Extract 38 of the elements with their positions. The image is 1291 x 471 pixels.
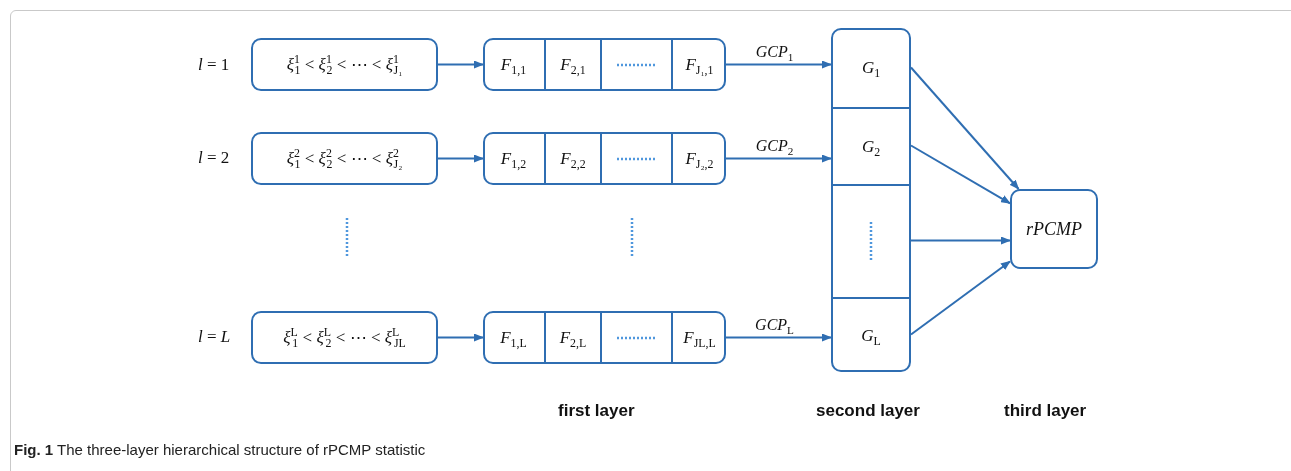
cell-row — [483, 132, 726, 185]
math-label: G$_{L}$ — [861, 325, 881, 346]
arrow — [437, 333, 484, 342]
arrow — [437, 154, 484, 163]
math-label: G$_{1}$ — [861, 57, 881, 78]
cell-row — [831, 28, 911, 372]
arrow — [437, 60, 484, 69]
math-label: G$_{2}$ — [861, 136, 881, 157]
rounded-box — [251, 311, 438, 364]
rounded-box — [1010, 189, 1098, 269]
math-label: F$_{1,1}$ — [500, 54, 527, 75]
arrow — [725, 154, 832, 163]
arrow — [910, 144, 1011, 205]
figure-caption: Fig. 1 The three-layer hierarchical structure of rPCMP statistic — [14, 441, 426, 458]
rounded-box — [251, 132, 438, 185]
arrow — [725, 333, 832, 342]
arrow — [910, 236, 1011, 245]
math-label: F$_{J₁,1}$ — [685, 54, 714, 75]
arrow — [910, 260, 1011, 336]
math-label: F$_{2,2}$ — [560, 148, 586, 169]
arrow — [910, 66, 1020, 190]
row-label: l = L — [198, 327, 231, 347]
row-label: l = 2 — [198, 148, 230, 168]
layer-heading: first layer — [558, 401, 635, 421]
row-label: l = 1 — [198, 55, 230, 75]
cell-row — [483, 38, 726, 91]
layer-heading: second layer — [816, 401, 920, 421]
math-label: rPCMP — [1026, 218, 1082, 240]
math-label: F$_{2,1}$ — [560, 54, 586, 75]
layer-heading: third layer — [1004, 401, 1087, 421]
math-label: F$_{J₂,2}$ — [685, 148, 714, 169]
math-label: F$_{2,L}$ — [559, 327, 587, 348]
rounded-box — [251, 38, 438, 91]
math-label: F$_{JL,L}$ — [683, 327, 716, 348]
cell-row — [483, 311, 726, 364]
arrow — [725, 60, 832, 69]
math-label: F$_{1,2}$ — [500, 148, 527, 169]
math-label: F$_{1,L}$ — [500, 327, 527, 348]
